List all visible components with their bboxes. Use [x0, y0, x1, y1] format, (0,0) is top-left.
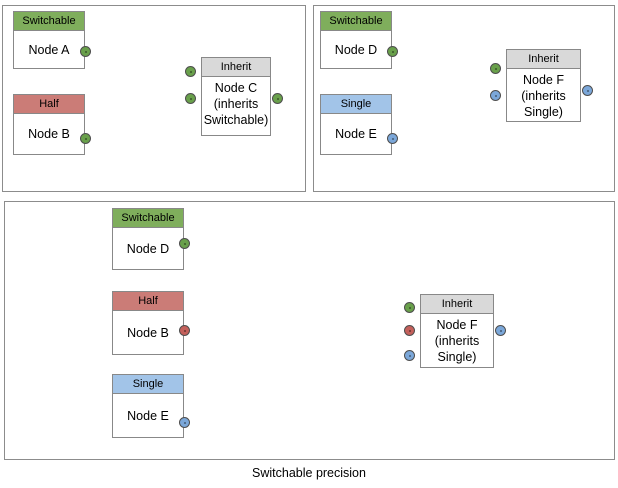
panel-switchable-precision-combined [4, 201, 615, 460]
node-b-header: Half [14, 95, 84, 114]
port-f-in-1[interactable] [490, 63, 501, 74]
node-e2[interactable]: Single Node E [112, 374, 184, 438]
node-d2[interactable]: Switchable Node D [112, 208, 184, 270]
port-e-out[interactable] [387, 133, 398, 144]
node-f2-body: Node F (inherits Single) [434, 318, 480, 364]
node-f[interactable]: Inherit Node F (inherits Single) [506, 49, 581, 122]
node-b-body: Node B [28, 127, 70, 141]
port-f2-in-1[interactable] [404, 302, 415, 313]
port-f-in-2[interactable] [490, 90, 501, 101]
node-a-body: Node A [28, 42, 70, 57]
node-b2-header: Half [113, 292, 183, 311]
port-d2-out[interactable] [179, 238, 190, 249]
node-d2-header: Switchable [113, 209, 183, 228]
diagram-caption: Switchable precision [252, 466, 366, 480]
node-b2-body: Node B [127, 325, 169, 340]
node-d2-body: Node D [126, 241, 170, 256]
node-e2-body: Node E [127, 408, 169, 423]
node-b2[interactable]: Half Node B [112, 291, 184, 355]
port-f2-out[interactable] [495, 325, 506, 336]
node-b[interactable]: Half Node B [13, 94, 85, 155]
node-d-header: Switchable [321, 12, 391, 31]
node-a-header: Switchable [14, 12, 84, 31]
node-c-body: Node C (inherits Switchable) [203, 81, 269, 127]
node-f2-header: Inherit [421, 295, 493, 314]
port-c-in-1[interactable] [185, 66, 196, 77]
port-f-out[interactable] [582, 85, 593, 96]
node-d-body: Node D [334, 42, 378, 57]
node-f2[interactable]: Inherit Node F (inherits Single) [420, 294, 494, 368]
node-e-body: Node E [335, 127, 377, 141]
node-e-header: Single [321, 95, 391, 114]
port-c-in-2[interactable] [185, 93, 196, 104]
port-f2-in-3[interactable] [404, 350, 415, 361]
node-e2-header: Single [113, 375, 183, 394]
node-f-body: Node F (inherits Single) [521, 73, 566, 119]
port-f2-in-2[interactable] [404, 325, 415, 336]
port-d-out[interactable] [387, 46, 398, 57]
node-d[interactable]: Switchable Node D [320, 11, 392, 69]
port-b-out[interactable] [80, 133, 91, 144]
port-e2-out[interactable] [179, 417, 190, 428]
node-e[interactable]: Single Node E [320, 94, 392, 155]
port-a-out[interactable] [80, 46, 91, 57]
node-a[interactable]: Switchable Node A [13, 11, 85, 69]
node-c-header: Inherit [202, 58, 270, 77]
node-f-header: Inherit [507, 50, 580, 69]
node-c[interactable]: Inherit Node C (inherits Switchable) [201, 57, 271, 136]
port-b2-out[interactable] [179, 325, 190, 336]
port-c-out[interactable] [272, 93, 283, 104]
